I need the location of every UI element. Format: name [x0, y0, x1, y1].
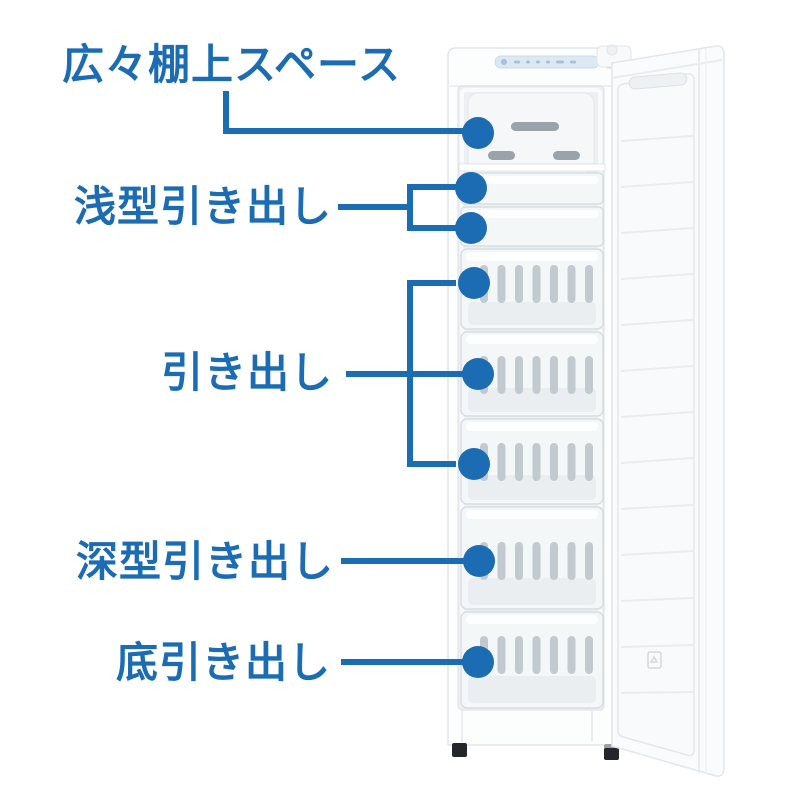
label-bottom-drawer: 底引き出し — [115, 639, 331, 686]
left-foot — [452, 743, 467, 757]
label-deep-drawer: 深型引き出し — [75, 538, 334, 585]
label-shelf-top-space: 広々棚上スペース — [62, 41, 401, 88]
shelf — [458, 163, 606, 172]
callout-dot-drawer-3 — [458, 448, 490, 480]
bottom-drawer — [460, 611, 604, 709]
label-shallow-drawer: 浅型引き出し — [73, 183, 332, 230]
callout-bottom-drawer — [341, 646, 494, 678]
callout-drawer — [346, 267, 494, 480]
freezer-door — [611, 45, 725, 777]
drawer-1 — [460, 248, 604, 330]
door-ridges — [620, 135, 694, 694]
callout-dot-drawer-1 — [458, 267, 490, 299]
callout-deep-drawer — [341, 545, 495, 577]
callout-dot-shallow-1 — [455, 172, 487, 204]
cabinet-base — [461, 710, 593, 742]
vent-slot-left — [488, 151, 515, 160]
callout-shelf-top-space — [223, 91, 494, 149]
callout-shallow-drawer — [338, 172, 487, 244]
callout-dot-shallow-2 — [455, 212, 487, 244]
callout-dot-drawer-2 — [462, 358, 494, 390]
label-drawer: 引き出し — [160, 349, 333, 396]
drawer-2 — [460, 331, 604, 417]
callout-dot-shelf-top — [462, 117, 494, 149]
door-handle-recess — [628, 72, 688, 90]
control-panel — [494, 55, 621, 69]
door-mark-icon — [647, 651, 662, 669]
deep-drawer — [460, 506, 604, 610]
vent-slot-wide — [511, 122, 559, 131]
shallow-drawer-1 — [460, 172, 604, 205]
callout-dot-bottom — [462, 646, 494, 678]
callout-dot-deep — [463, 545, 495, 577]
vent-slot-right — [553, 151, 580, 160]
drawer-3 — [460, 418, 604, 505]
